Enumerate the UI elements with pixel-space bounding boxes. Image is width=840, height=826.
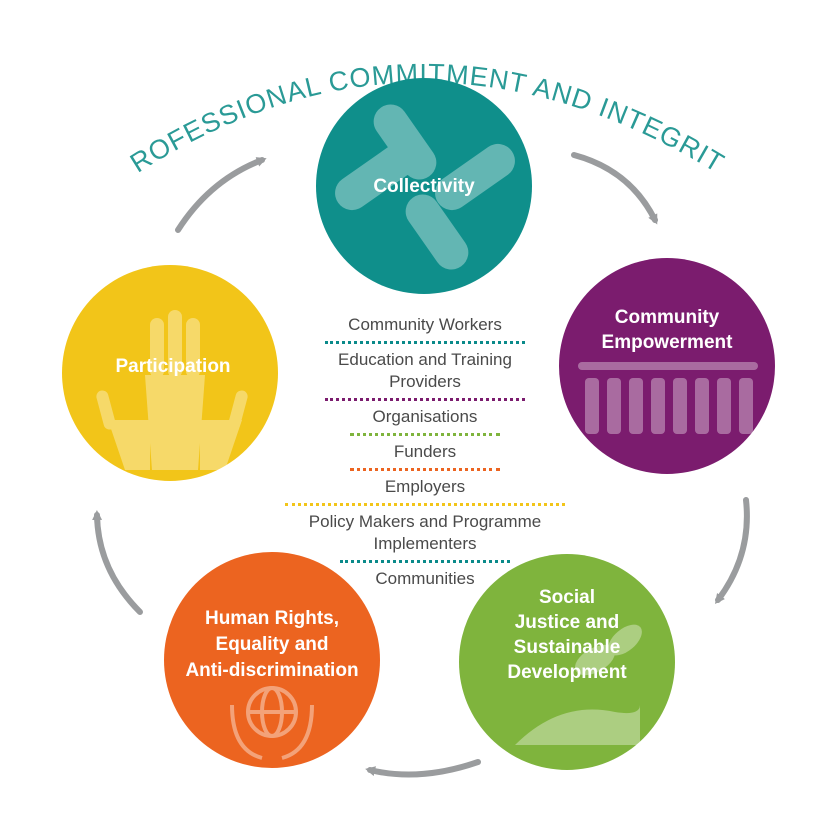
arrow-participation-to-collectivity [175, 157, 267, 233]
cycle-arrows [92, 152, 750, 778]
stakeholder-divider [325, 341, 525, 344]
hands-holding-globe-icon [230, 686, 314, 760]
stakeholder-divider [350, 433, 500, 436]
human-rights-label-line3: Anti-discrimination [185, 660, 358, 681]
stakeholder-divider [340, 560, 510, 563]
participation-label: Participation [115, 356, 230, 377]
hand-holding-plant-icon [515, 624, 642, 745]
participation-node: Participation [62, 265, 278, 481]
stakeholder-divider [285, 503, 565, 506]
arrow-rights-to-participation [92, 510, 143, 615]
stakeholder-community-workers: Community Workers [348, 315, 502, 334]
community-empowerment-node: Community Empowerment [559, 258, 775, 474]
social-justice-label-line2: Justice and [515, 612, 620, 633]
linked-hands-icon [335, 104, 515, 270]
social-justice-label-line1: Social [539, 587, 595, 608]
arrow-justice-to-rights [365, 759, 481, 778]
arrow-collectivity-to-empowerment [571, 152, 658, 225]
stakeholder-communities: Communities [375, 569, 475, 588]
stakeholder-employers: Employers [384, 477, 466, 496]
community-empowerment-label-line2: Empowerment [602, 332, 734, 353]
collectivity-node: Collectivity [316, 78, 532, 294]
raised-hands-icon [96, 310, 248, 470]
human-rights-label-line1: Human Rights, [205, 608, 339, 629]
human-rights-label-line2: Equality and [216, 634, 329, 655]
community-empowerment-label-line1: Community [615, 307, 720, 328]
human-rights-node: Human Rights, Equality and Anti-discrimi… [164, 552, 380, 768]
stakeholder-organisations: Organisations [372, 407, 478, 426]
arrow-empowerment-to-justice [714, 497, 750, 604]
stakeholder-funders: Funders [393, 442, 457, 461]
social-justice-label-line4: Development [507, 662, 627, 683]
social-justice-label-line3: Sustainable [514, 637, 621, 658]
stakeholder-divider [350, 468, 500, 471]
social-justice-node: Social Justice and Sustainable Developme… [459, 554, 675, 770]
stakeholder-divider [325, 398, 525, 401]
collectivity-label: Collectivity [373, 176, 475, 197]
people-raised-arms-icon [578, 362, 758, 434]
stakeholder-list: Community Workers Education and Training… [270, 314, 580, 595]
